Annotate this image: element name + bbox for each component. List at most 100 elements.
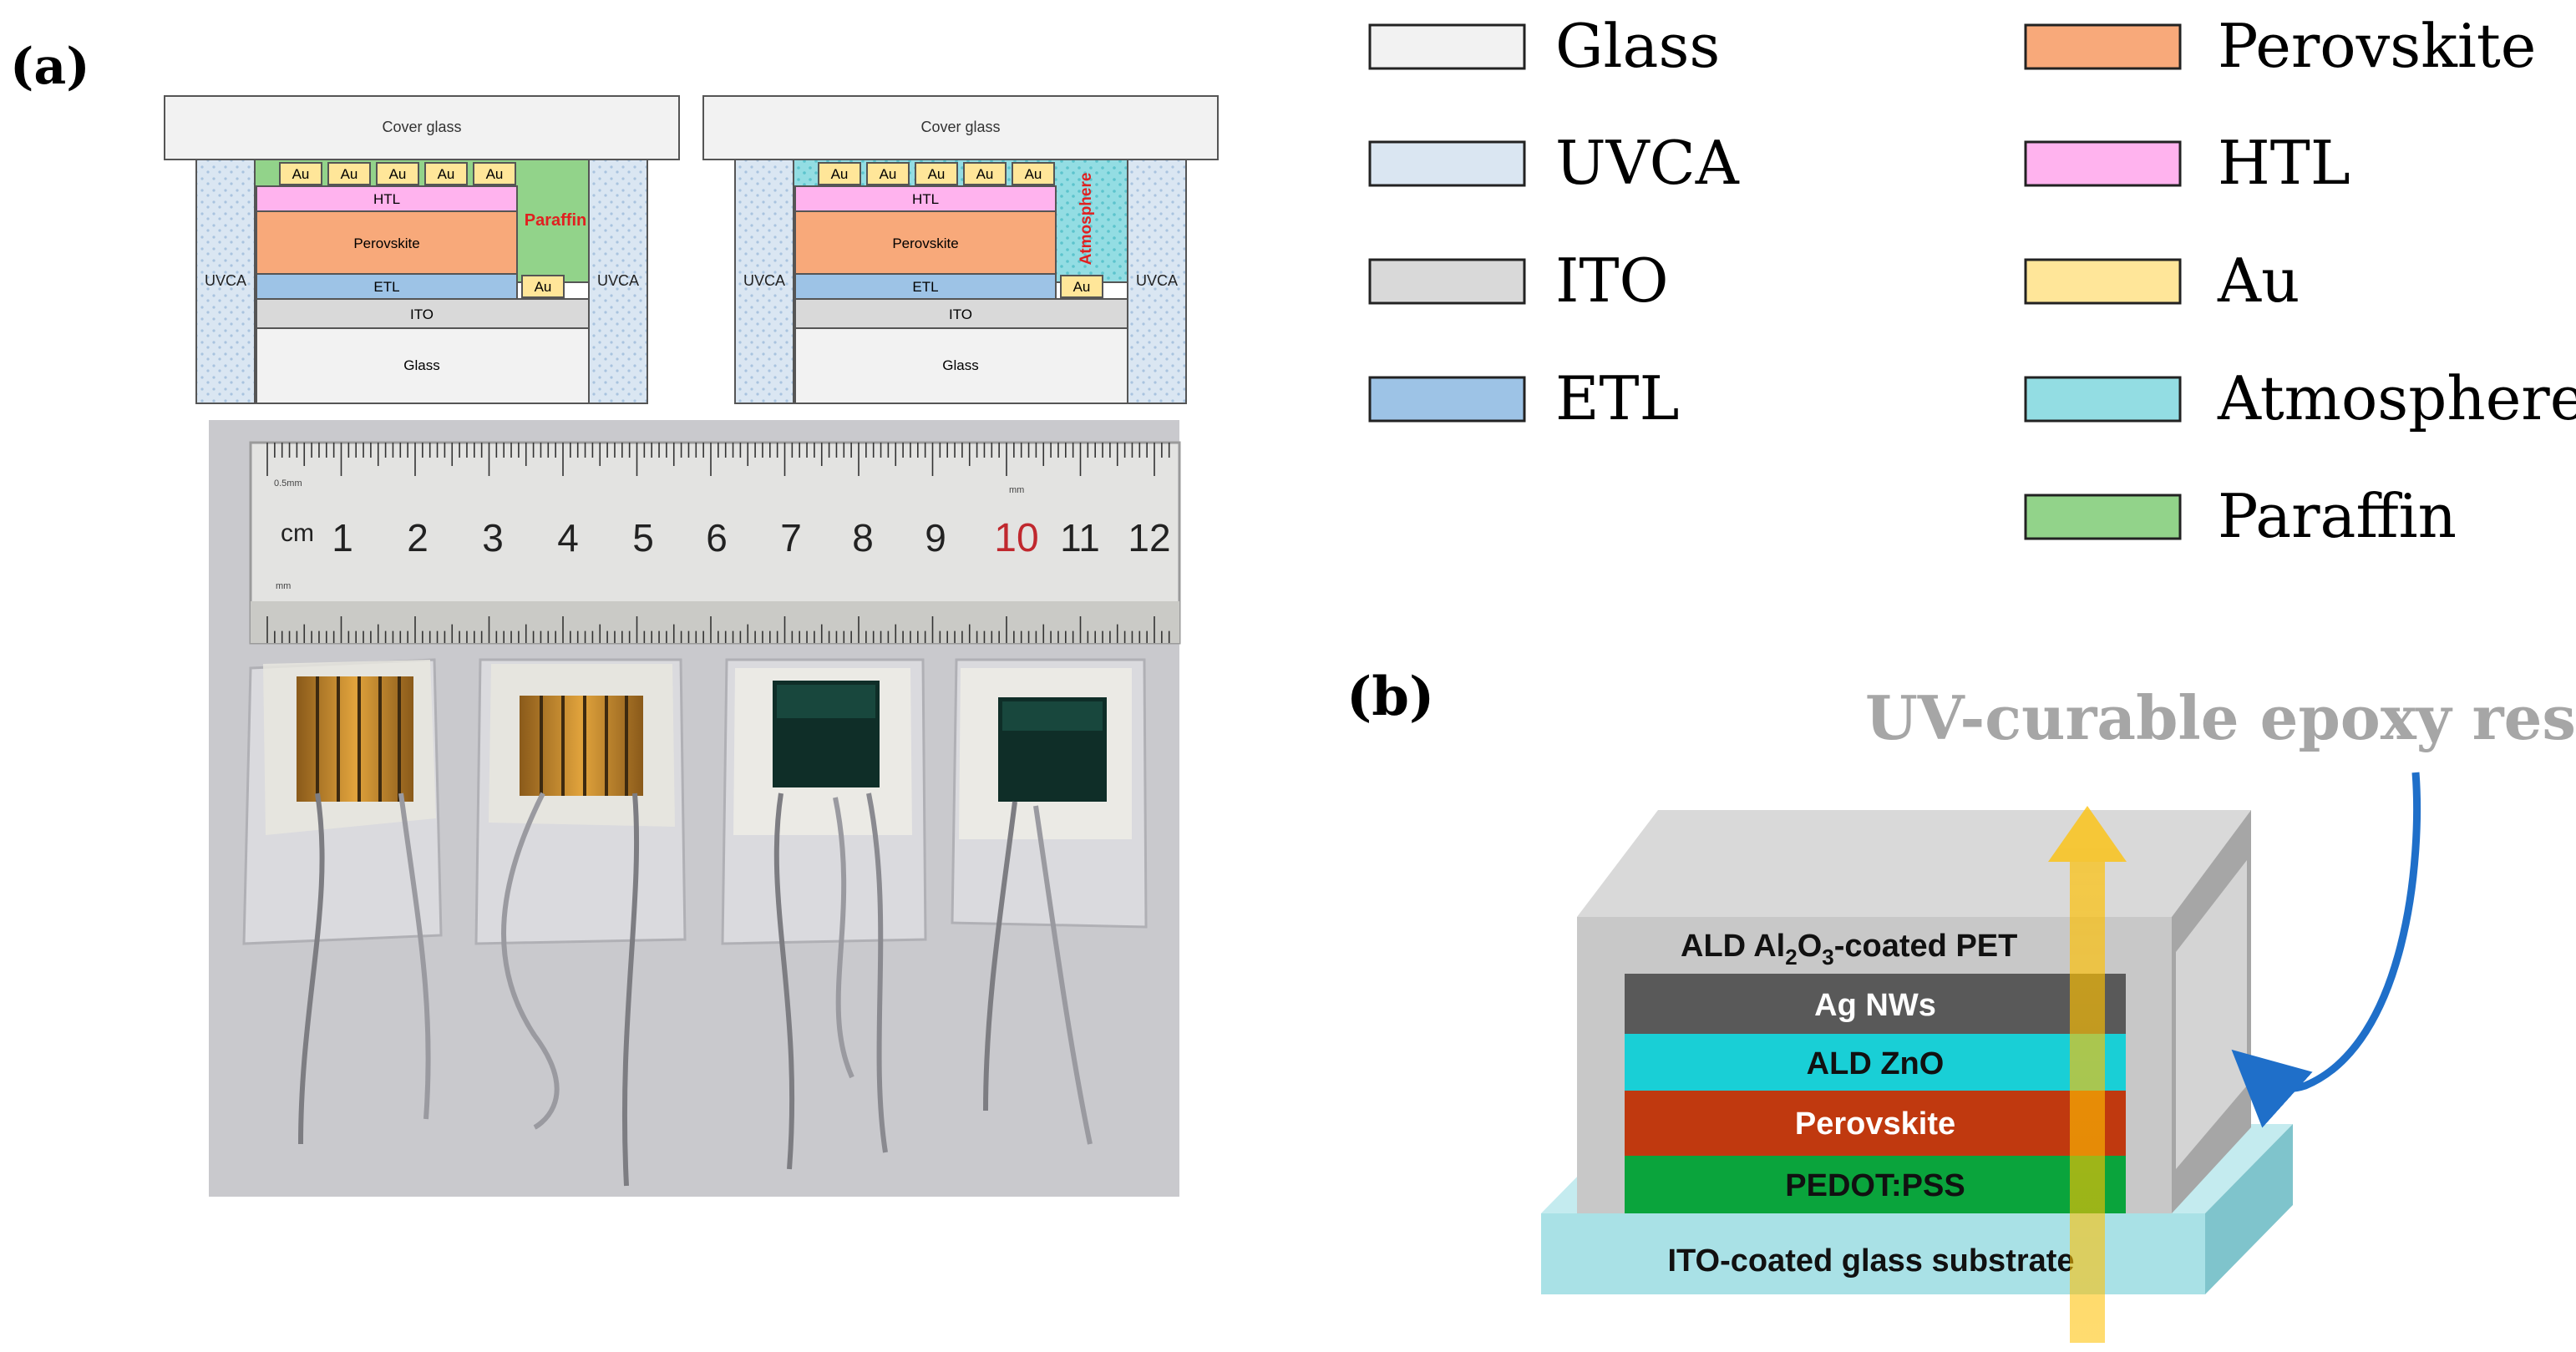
pet-label-tail: -coated PET — [1834, 929, 2018, 964]
pet-layer-label: ALD Al2O3-coated PET — [1681, 929, 2017, 970]
electrode-lines — [316, 676, 401, 802]
agnw-layer — [1625, 974, 2126, 1034]
perovskite-b-label: Perovskite — [1795, 1106, 1955, 1142]
etl-layer — [256, 273, 518, 300]
uvca-right-label: UVCA — [597, 272, 639, 289]
au-electrode — [1012, 162, 1055, 185]
au-side-label: Au — [535, 279, 552, 295]
device-3d-stack: ALD Al2O3-coated PET Ag NWs ALD ZnO Pero… — [1541, 772, 2421, 1343]
au-side-label: Au — [1073, 279, 1091, 295]
legend-item-perovskite: Perovskite — [2024, 11, 2536, 81]
uvca-left-block — [195, 159, 256, 404]
cover-glass-layer — [702, 95, 1219, 160]
legend-item-ito: ITO — [1368, 246, 1669, 316]
ruler-number: 4 — [557, 516, 579, 560]
legend-item-glass: Glass — [1368, 11, 1720, 81]
au-electrode — [473, 162, 516, 185]
ruler-small-label-mid: mm — [1009, 485, 1024, 495]
ito-label: ITO — [949, 306, 972, 322]
legend-item-uvca: UVCA — [1368, 128, 1740, 198]
au-electrode — [424, 162, 468, 185]
ruler-number: 2 — [407, 516, 428, 560]
au-electrode — [915, 162, 958, 185]
ruler-shade — [251, 601, 1179, 643]
legend-label: Paraffin — [2218, 481, 2457, 551]
ruler-ticks — [266, 443, 1170, 643]
htl-label: HTL — [373, 191, 400, 207]
htl-layer — [256, 185, 518, 212]
device-photo: cm 0.5mm mm mm 1 2 3 4 5 6 7 8 9 10 11 1… — [209, 420, 1181, 1197]
pet-label-mid: O — [1798, 929, 1823, 964]
ruler-number: 1 — [332, 516, 353, 560]
au-label: Au — [486, 166, 504, 182]
au-label: Au — [389, 166, 407, 182]
legend-label: Glass — [1555, 11, 1720, 81]
au-label: Au — [1025, 166, 1042, 182]
pedot-layer — [1625, 1156, 2126, 1213]
ruler-numbers: 1 2 3 4 5 6 7 8 9 10 11 12 — [332, 516, 1170, 560]
zno-layer — [1625, 1034, 2126, 1091]
agnw-label: Ag NWs — [1814, 988, 1936, 1023]
lead-wire — [833, 797, 854, 1079]
au-side-contact — [1060, 275, 1103, 298]
ruler-number: 8 — [852, 516, 874, 560]
light-beam-head — [2048, 806, 2127, 862]
glass-layer — [794, 327, 1128, 404]
legend-item-paraffin: Paraffin — [2024, 481, 2457, 551]
uvca-right-label: UVCA — [1136, 272, 1178, 289]
perovskite-b-layer — [1625, 1091, 2126, 1156]
perovskite-layer — [794, 210, 1057, 275]
au-label: Au — [292, 166, 310, 182]
lead-wire — [983, 801, 1017, 1111]
lead-wire — [621, 792, 640, 1187]
zno-label: ALD ZnO — [1807, 1046, 1945, 1081]
ruler-number: 12 — [1128, 516, 1170, 560]
au-electrode — [376, 162, 419, 185]
uvca-left-label: UVCA — [743, 272, 785, 289]
device-sample-4 — [951, 658, 1148, 1145]
cover-glass-layer — [164, 95, 680, 160]
panel-a-label: (a) — [10, 38, 90, 96]
ruler-number: 3 — [482, 516, 504, 560]
ruler-number: 6 — [706, 516, 728, 560]
legend-swatch — [2024, 376, 2182, 423]
cell-highlight — [1002, 701, 1103, 731]
schematic-atmosphere: Cover glass UVCA UVCA Au Au Au Au Au HTL… — [702, 95, 1219, 404]
ruler-small-label-top: 0.5mm — [274, 479, 302, 489]
legend-swatch — [1368, 258, 1526, 305]
lead-wire — [398, 792, 431, 1120]
au-electrode — [327, 162, 371, 185]
au-label: Au — [976, 166, 994, 182]
au-label: Au — [341, 166, 358, 182]
legend-swatch — [2024, 494, 2182, 540]
legend-swatch — [1368, 376, 1526, 423]
legend: Glass UVCA ITO ETL Perovskite HTL Au At — [1368, 11, 2576, 551]
legend-label: Atmosphere — [2217, 363, 2576, 433]
panel-b-label: (b) — [1346, 666, 1434, 728]
uvca-left-block — [734, 159, 794, 404]
gold-electrode-pad — [297, 676, 413, 802]
legend-label: HTL — [2218, 128, 2350, 198]
light-beam-arrow — [2048, 806, 2127, 1343]
resin-pointer-arrow — [2231, 772, 2421, 1128]
pet-label-main: ALD Al — [1681, 929, 1785, 964]
pet-label-sub1: 2 — [1785, 944, 1797, 970]
substrate-side-face — [2205, 1124, 2293, 1294]
lead-wire — [773, 792, 795, 1170]
electrode-lines — [540, 696, 628, 796]
au-electrodes: Au Au Au Au Au — [279, 162, 516, 185]
au-label: Au — [438, 166, 455, 182]
legend-label: Au — [2217, 246, 2300, 316]
cover-glass-label: Cover glass — [920, 119, 1000, 135]
legend-item-atmosphere: Atmosphere — [2024, 363, 2576, 433]
atmosphere-label: Atmosphere — [1078, 173, 1095, 266]
perovskite-layer — [256, 210, 518, 275]
au-electrode — [279, 162, 322, 185]
ruler-number: 9 — [925, 516, 946, 560]
encap-side-highlight — [2176, 860, 2247, 1169]
lead-wire — [866, 792, 888, 1153]
pet-label-sub2: 3 — [1822, 944, 1833, 970]
ito-label: ITO — [410, 306, 434, 322]
legend-item-etl: ETL — [1368, 363, 1679, 433]
